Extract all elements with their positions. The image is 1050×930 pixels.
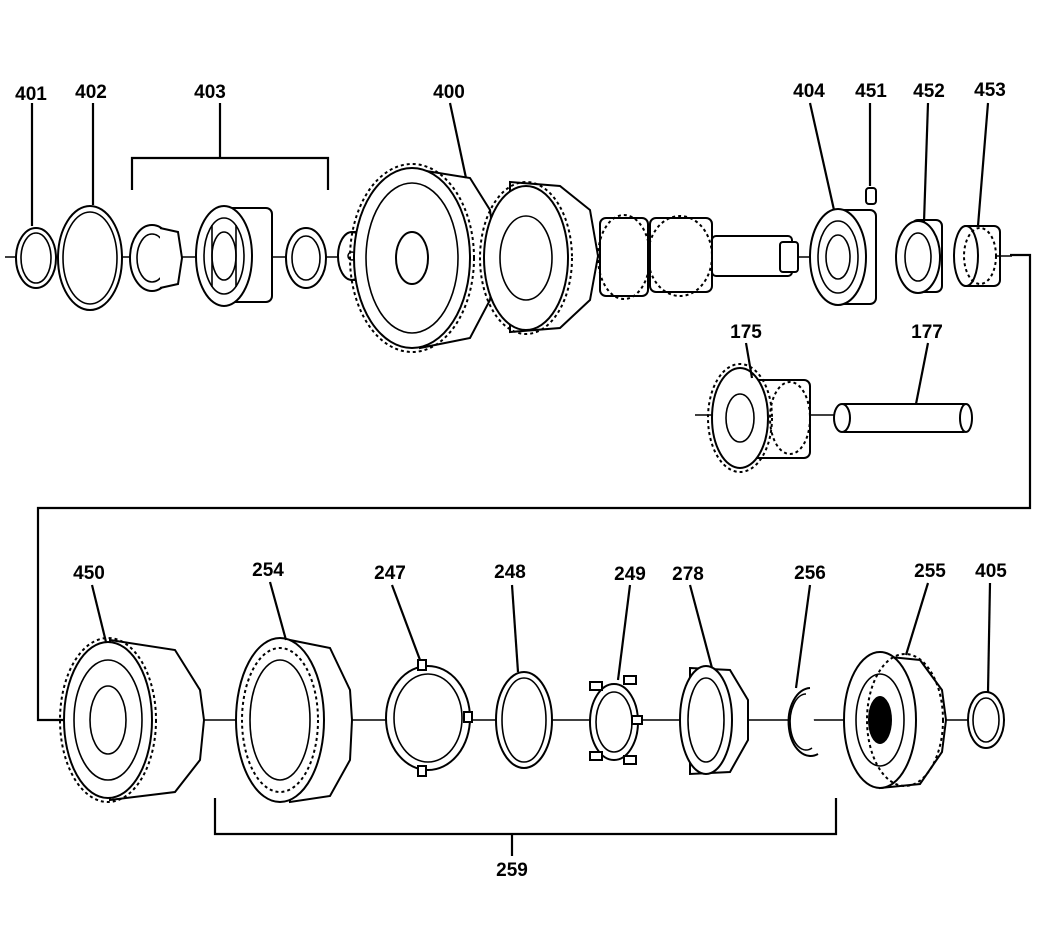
callout-248: 248 (494, 562, 526, 583)
callout-405: 405 (975, 561, 1007, 582)
part-177-shaft (833, 403, 973, 433)
part-256-snap-ring (787, 687, 819, 757)
leader-lines (30, 102, 992, 856)
part-255-gear (843, 651, 948, 790)
part-248-ring (495, 671, 553, 769)
part-452-ring (895, 219, 943, 294)
callout-403: 403 (194, 82, 226, 103)
part-249-retainer (589, 675, 643, 765)
part-403-bearing-assembly (129, 205, 327, 307)
part-405-snap-ring (967, 691, 1005, 749)
part-175-gear (707, 363, 811, 473)
part-402-ring (57, 205, 123, 311)
connector-path (36, 253, 1032, 722)
part-404-bearing (809, 208, 877, 306)
callout-254: 254 (252, 560, 284, 581)
part-400-shaft-gear-cluster (337, 163, 799, 353)
part-254-sleeve (235, 637, 354, 804)
callout-450: 450 (73, 563, 105, 584)
part-278-cone (679, 665, 749, 776)
callout-402: 402 (75, 82, 107, 103)
callout-400: 400 (433, 82, 465, 103)
callout-278: 278 (672, 564, 704, 585)
callout-249: 249 (614, 564, 646, 585)
part-401-snap-ring (15, 227, 57, 289)
part-453-needle-bearing (953, 225, 1001, 287)
callout-452: 452 (913, 81, 945, 102)
callout-451: 451 (855, 81, 887, 102)
callout-401: 401 (15, 84, 47, 105)
callout-255: 255 (914, 561, 946, 582)
callout-175: 175 (730, 322, 762, 343)
part-450-gear (59, 637, 206, 803)
callout-404: 404 (793, 81, 825, 102)
callout-259: 259 (496, 860, 528, 881)
callout-177: 177 (911, 322, 943, 343)
callout-247: 247 (374, 563, 406, 584)
callout-453: 453 (974, 80, 1006, 101)
part-247-blocker-ring (385, 659, 473, 777)
part-451-pin (865, 187, 877, 205)
callout-256: 256 (794, 563, 826, 584)
callout-labels: 401 402 403 400 404 451 452 453 175 177 … (15, 80, 1007, 881)
